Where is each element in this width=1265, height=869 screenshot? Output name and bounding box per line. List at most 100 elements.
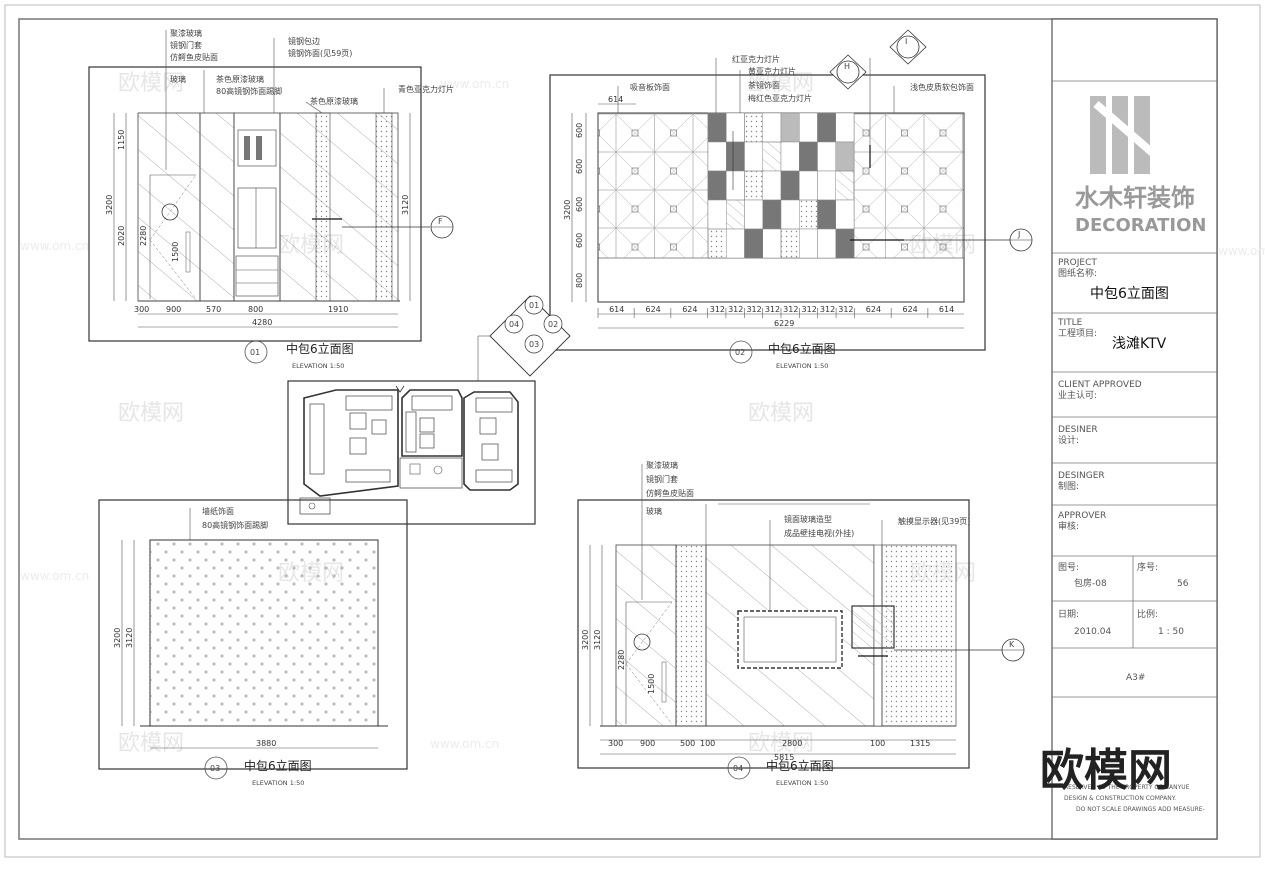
elevation-02-callouts: 吸音板饰面 红亚克力灯片 黄亚克力灯片 茶镜饰面 梅红色亚克力灯片 浅色皮质软包… bbox=[617, 54, 974, 113]
svg-text:04: 04 bbox=[509, 320, 519, 329]
elevation-index-marker: 01 02 03 04 bbox=[477, 295, 571, 398]
svg-text:www.om.cn: www.om.cn bbox=[1218, 244, 1265, 258]
mosaic-tile bbox=[762, 112, 782, 143]
svg-text:ELEVATION 1:50: ELEVATION 1:50 bbox=[292, 362, 344, 370]
callout: 仿鳄鱼皮贴面 bbox=[646, 488, 694, 498]
dimension-label: 614 bbox=[609, 305, 624, 314]
mosaic-panel bbox=[707, 112, 855, 259]
svg-text:800: 800 bbox=[575, 273, 584, 288]
mosaic-tile bbox=[726, 141, 745, 172]
elevation-04-frame bbox=[577, 499, 970, 769]
callout: 镜面玻璃造型 bbox=[784, 514, 832, 524]
svg-text:水木轩装饰: 水木轩装饰 bbox=[1075, 184, 1195, 212]
svg-text:1910: 1910 bbox=[328, 305, 348, 314]
section-marker-k: K bbox=[1001, 638, 1025, 662]
svg-text:3200: 3200 bbox=[113, 628, 122, 648]
svg-text:2280: 2280 bbox=[139, 226, 148, 246]
sequence-number: 56 bbox=[1177, 579, 1189, 589]
mosaic-tile bbox=[817, 228, 836, 259]
outer-border bbox=[4, 4, 1261, 858]
svg-text:欧模网: 欧模网 bbox=[118, 731, 184, 756]
drawing-date: 2010.04 bbox=[1074, 627, 1111, 637]
svg-text:614: 614 bbox=[608, 95, 623, 104]
elevation-01-dims: 300 900 570 800 1910 4280 1150 2020 3200… bbox=[105, 113, 411, 328]
dimension-label: 624 bbox=[903, 305, 918, 314]
mosaic-tile bbox=[835, 199, 855, 230]
dimension-label: 312 bbox=[728, 305, 743, 314]
company-logo: 水木轩装饰 DECORATION bbox=[1075, 96, 1206, 236]
svg-text:H: H bbox=[844, 62, 850, 71]
svg-text:800: 800 bbox=[248, 305, 263, 314]
svg-text:ELEVATION 1:50: ELEVATION 1:50 bbox=[776, 779, 828, 787]
svg-text:欧模网: 欧模网 bbox=[118, 401, 184, 426]
svg-text:图纸名称:: 图纸名称: bbox=[1058, 267, 1097, 279]
mosaic-tile bbox=[726, 199, 745, 230]
svg-text:01: 01 bbox=[529, 301, 539, 310]
mosaic-tile bbox=[780, 228, 800, 259]
project-name: 浅滩KTV bbox=[1112, 336, 1167, 352]
svg-text:900: 900 bbox=[640, 739, 655, 748]
svg-text:中包6立面图: 中包6立面图 bbox=[286, 341, 354, 356]
section-marker-j: J bbox=[1009, 228, 1033, 252]
dimension-label: 312 bbox=[710, 305, 725, 314]
svg-text:1500: 1500 bbox=[647, 674, 656, 694]
svg-text:570: 570 bbox=[206, 305, 221, 314]
svg-text:APPROVER: APPROVER bbox=[1058, 511, 1106, 521]
svg-text:500: 500 bbox=[680, 739, 695, 748]
drawing-scale: 1 : 50 bbox=[1158, 627, 1184, 637]
dimension-label: 312 bbox=[820, 305, 835, 314]
svg-text:工程项目:: 工程项目: bbox=[1058, 328, 1097, 339]
svg-text:TITLE: TITLE bbox=[1057, 318, 1083, 328]
mosaic-tile bbox=[799, 228, 818, 259]
svg-text:www.om.cn: www.om.cn bbox=[430, 737, 499, 751]
svg-text:业主认可:: 业主认可: bbox=[1058, 389, 1097, 401]
svg-text:中包6立面图: 中包6立面图 bbox=[768, 341, 836, 356]
svg-text:J: J bbox=[1017, 230, 1020, 239]
svg-text:2800: 2800 bbox=[782, 739, 802, 748]
svg-text:中包6立面图: 中包6立面图 bbox=[766, 758, 834, 773]
mosaic-tile bbox=[762, 228, 782, 259]
elevation-04-callouts: 聚漆玻璃 镜钢门套 仿鳄鱼皮贴面 玻璃 镜面玻璃造型 触摸显示器(见39页) 成… bbox=[641, 460, 970, 611]
svg-text:2020: 2020 bbox=[117, 226, 126, 246]
svg-text:日期:: 日期: bbox=[1058, 609, 1079, 620]
dimension-label: 312 bbox=[765, 305, 780, 314]
svg-text:DESIGN & CONSTRUCTION COMPANY.: DESIGN & CONSTRUCTION COMPANY. bbox=[1064, 795, 1176, 802]
callout: 吸音板饰面 bbox=[630, 82, 670, 92]
callout: 80高镜钢饰面踢脚 bbox=[202, 520, 268, 530]
elevation-03-callouts: 墙纸饰面 80高镜钢饰面踢脚 bbox=[189, 506, 268, 540]
dimension-label: 624 bbox=[645, 305, 660, 314]
svg-text:03: 03 bbox=[529, 340, 539, 349]
elevation-03: 墙纸饰面 80高镜钢饰面踢脚 3880 3200 3120 03 中包6立面图 … bbox=[98, 499, 408, 787]
elevation-03-title: 03 中包6立面图 ELEVATION 1:50 bbox=[204, 756, 312, 787]
mosaic-tile bbox=[744, 141, 763, 172]
svg-text:欧模网: 欧模网 bbox=[748, 731, 814, 756]
callout: 镜钢门套 bbox=[646, 474, 678, 484]
mosaic-tile bbox=[835, 170, 855, 201]
mosaic-tile bbox=[726, 170, 745, 201]
title-block: 水木轩装饰 DECORATION PROJECT 图纸名称: 中包6立面图 TI… bbox=[1040, 18, 1218, 840]
callout: 80高镜钢饰面踢脚 bbox=[216, 86, 282, 96]
svg-text:www.om.cn: www.om.cn bbox=[20, 569, 89, 583]
svg-text:1315: 1315 bbox=[910, 739, 930, 748]
svg-text:600: 600 bbox=[575, 197, 584, 212]
mosaic-tile bbox=[817, 141, 836, 172]
svg-text:3200: 3200 bbox=[105, 195, 114, 215]
mosaic-tile bbox=[799, 112, 818, 143]
section-marker-h: H bbox=[829, 54, 867, 90]
callout: 聚漆玻璃 bbox=[170, 28, 202, 38]
svg-text:5815: 5815 bbox=[774, 753, 794, 762]
mosaic-tile bbox=[707, 112, 727, 143]
svg-text:图号:: 图号: bbox=[1058, 562, 1079, 573]
mosaic-tile bbox=[780, 170, 800, 201]
mosaic-tile bbox=[707, 141, 727, 172]
svg-text:F: F bbox=[438, 217, 443, 226]
section-marker-f: F bbox=[430, 215, 454, 239]
elevation-02-title: 02 中包6立面图 ELEVATION 1:50 bbox=[729, 340, 836, 370]
svg-text:6229: 6229 bbox=[774, 319, 794, 328]
callout: 浅色皮质软包饰面 bbox=[910, 82, 974, 92]
callout: 黄亚克力灯片 bbox=[748, 66, 796, 76]
svg-text:K: K bbox=[1009, 640, 1015, 649]
svg-text:600: 600 bbox=[575, 159, 584, 174]
elevation-04: 2280 1500 聚漆玻璃 镜钢门套 仿鳄鱼皮贴面 玻璃 镜面玻璃造型 触摸显… bbox=[577, 460, 1025, 787]
